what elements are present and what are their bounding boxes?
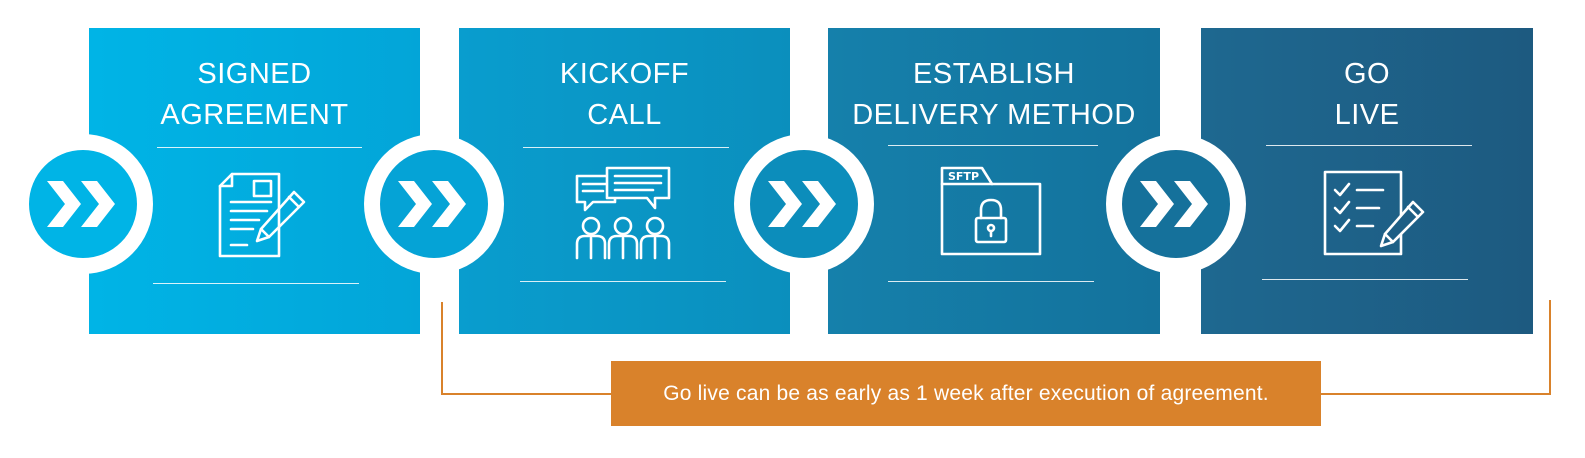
connector-circle-4 xyxy=(1106,134,1246,274)
step-establish-delivery-method: ESTABLISH DELIVERY METHOD SFTP xyxy=(828,28,1160,334)
checklist-pencil-icon xyxy=(1323,170,1425,256)
connector-circle-3 xyxy=(734,134,874,274)
sftp-label: SFTP xyxy=(948,170,979,183)
title-line-2: DELIVERY METHOD xyxy=(852,99,1136,131)
title-line-1: GO xyxy=(1343,58,1391,90)
bottom-divider xyxy=(888,281,1094,282)
top-divider xyxy=(888,145,1098,146)
title-line-1: KICKOFF xyxy=(559,58,690,90)
step-title: SIGNED AGREEMENT xyxy=(89,54,420,136)
timeline-bracket-left xyxy=(441,302,443,395)
title-line-1: ESTABLISH xyxy=(913,58,1075,90)
title-line-2: LIVE xyxy=(1334,99,1400,131)
top-divider xyxy=(157,147,362,148)
timeline-bracket-right xyxy=(1549,300,1551,395)
signed-document-icon xyxy=(218,172,306,258)
bottom-divider xyxy=(520,281,726,282)
bottom-divider xyxy=(1262,279,1468,280)
top-divider xyxy=(523,147,729,148)
double-chevron-right-icon xyxy=(768,181,836,227)
sftp-folder-lock-icon: SFTP xyxy=(940,166,1042,256)
double-chevron-right-icon xyxy=(398,181,466,227)
bottom-divider xyxy=(153,283,359,284)
meeting-chat-icon xyxy=(575,166,671,260)
title-line-2: AGREEMENT xyxy=(160,99,349,131)
go-live-timeline-note: Go live can be as early as 1 week after … xyxy=(611,361,1321,426)
double-chevron-right-icon xyxy=(47,181,115,227)
top-divider xyxy=(1266,145,1472,146)
step-title: ESTABLISH DELIVERY METHOD xyxy=(828,54,1160,136)
step-title: KICKOFF CALL xyxy=(459,54,790,136)
step-title: GO LIVE xyxy=(1201,54,1533,136)
double-chevron-right-icon xyxy=(1140,181,1208,227)
title-line-2: CALL xyxy=(587,99,662,131)
title-line-1: SIGNED xyxy=(197,58,312,90)
step-go-live: GO LIVE xyxy=(1201,28,1533,334)
connector-circle-1 xyxy=(13,134,153,274)
step-kickoff-call: KICKOFF CALL xyxy=(459,28,790,334)
connector-circle-2 xyxy=(364,134,504,274)
